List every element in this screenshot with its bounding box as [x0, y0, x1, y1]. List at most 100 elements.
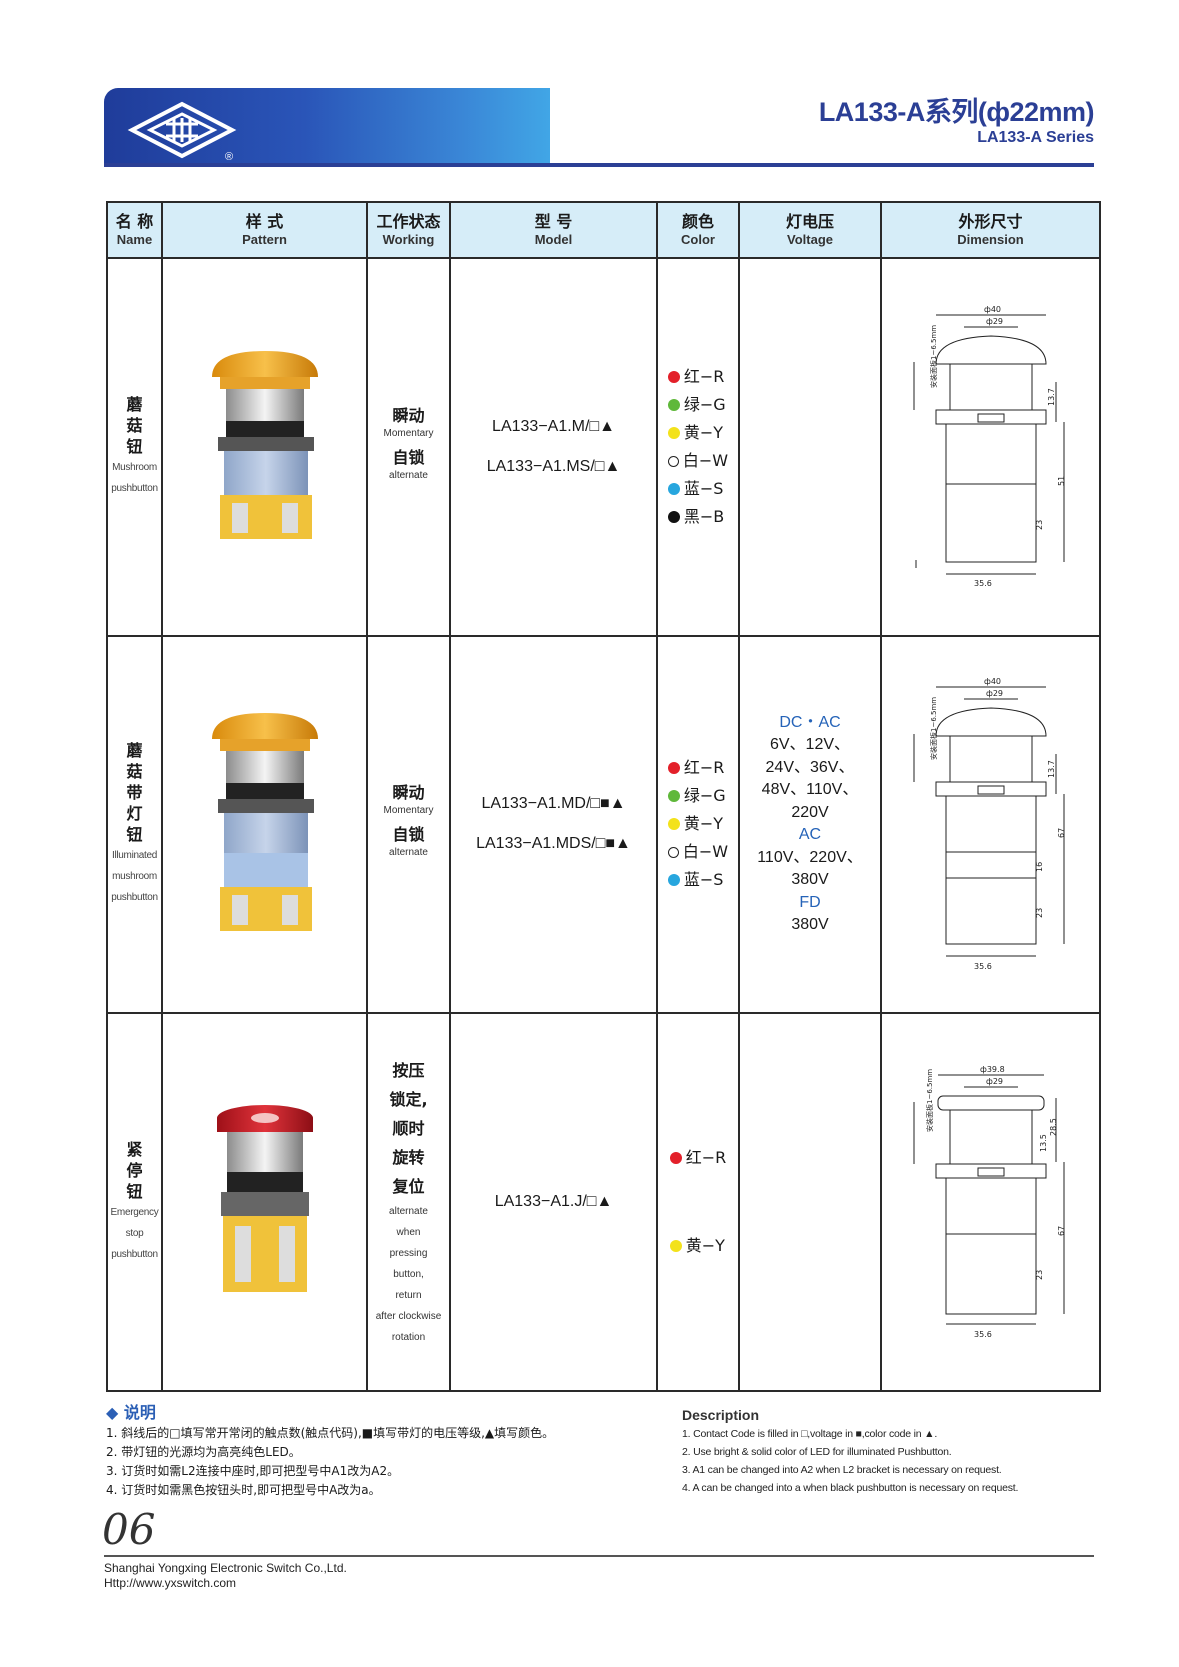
- blue-dot-icon: [667, 482, 680, 495]
- svg-text:67: 67: [1057, 1226, 1066, 1236]
- row-name: 蘑 菇 钮 Mushroom pushbutton: [106, 257, 163, 637]
- illuminated-mushroom-button-image: [211, 713, 318, 932]
- company-name: Shanghai Yongxing Electronic Switch Co.,…: [104, 1561, 347, 1575]
- footer-company: Shanghai Yongxing Electronic Switch Co.,…: [104, 1561, 347, 1591]
- svg-text:安装面板1~6.5mm: 安装面板1~6.5mm: [929, 325, 938, 388]
- illuminated-mushroom-dimension-drawing: ф40 ф29 35.6 13.7 67 16: [913, 677, 1066, 971]
- color-option: 红−R: [667, 363, 728, 391]
- emergency-stop-button-image: [216, 1105, 313, 1293]
- series-subtitle: LA133-A Series: [977, 129, 1094, 146]
- row-pattern: [161, 634, 368, 1015]
- row-color: 红−R 绿−G 黄−Y 白−W 蓝−S: [656, 634, 740, 1015]
- row-voltage: [738, 257, 882, 637]
- svg-text:13.7: 13.7: [1047, 761, 1056, 779]
- white-dot-icon: [667, 847, 679, 859]
- row-pattern: [161, 1012, 368, 1392]
- note-line: 1. 斜线后的□填写常开常闭的触点数(触点代码),■填写带灯的电压等级,▲填写颜…: [106, 1426, 555, 1440]
- description-line: 4. A can be changed into a when black pu…: [682, 1482, 1019, 1494]
- svg-text:23: 23: [1035, 520, 1044, 530]
- page-title: LA133-A系列(ф22mm) LA133-A Series: [818, 96, 1095, 148]
- company-url[interactable]: Http://www.yxswitch.com: [104, 1576, 237, 1590]
- color-option: 绿−G: [667, 782, 728, 810]
- svg-text:安装面板1~6.5mm: 安装面板1~6.5mm: [929, 697, 938, 760]
- svg-text:ф29: ф29: [986, 1077, 1003, 1086]
- color-option: 黄−Y: [667, 810, 728, 838]
- row-model: LA133−A1.M/□▲ LA133−A1.MS/□▲: [449, 257, 658, 637]
- row-color: 红−R 黄−Y: [656, 1012, 740, 1392]
- green-dot-icon: [667, 790, 680, 803]
- notes-title: ◆ 说明: [106, 1403, 156, 1422]
- row-dimension: ф39.8 ф29 35.6 13.5 28.5 67 23: [880, 1012, 1101, 1392]
- series-title: LA133-A系列(ф22mm): [818, 97, 1095, 127]
- row-name: 蘑 菇 带 灯 钮 Illuminated mushroom pushbutto…: [106, 634, 163, 1015]
- note-line: 2. 带灯钮的光源均为高亮纯色LED。: [106, 1445, 301, 1459]
- color-option: 黑−B: [667, 503, 728, 531]
- description-line: 3. A1 can be changed into A2 when L2 bra…: [682, 1464, 1002, 1476]
- svg-text:13.5: 13.5: [1039, 1134, 1048, 1152]
- table-row: 蘑 菇 钮 Mushroom pushbutton: [106, 257, 1101, 637]
- svg-text:16: 16: [1035, 862, 1044, 872]
- row-model: LA133−A1.J/□▲: [449, 1012, 658, 1392]
- note-line: 3. 订货时如需L2连接中座时,即可把型号中A1改为A2。: [106, 1464, 400, 1478]
- company-logo: ®: [127, 101, 237, 163]
- row-voltage: DC・AC 6V、12V、 24V、36V、 48V、110V、 220V AC…: [738, 634, 882, 1015]
- svg-text:35.6: 35.6: [974, 579, 992, 588]
- row-voltage: [738, 1012, 882, 1392]
- row-working: 瞬动 Momentary 自锁 alternate: [366, 634, 451, 1015]
- svg-text:51: 51: [1057, 476, 1066, 486]
- color-option: 黄−Y: [669, 1232, 727, 1260]
- footer-rule: [104, 1555, 1094, 1557]
- svg-text:35.6: 35.6: [974, 1330, 992, 1339]
- svg-text:23: 23: [1035, 1270, 1044, 1280]
- yellow-dot-icon: [667, 818, 680, 831]
- svg-text:ф39.8: ф39.8: [980, 1065, 1005, 1074]
- svg-text:23: 23: [1035, 908, 1044, 918]
- color-option: 红−R: [667, 754, 728, 782]
- row-dimension: ф40 ф29 35.6 13.7 51 23 安装面板1~: [880, 257, 1101, 637]
- mushroom-dimension-drawing: ф40 ф29 35.6 13.7 51 23 安装面板1~: [913, 305, 1066, 588]
- svg-text:67: 67: [1057, 828, 1066, 838]
- table-row: 紧 停 钮 Emergency stop pushbutton: [106, 1012, 1101, 1392]
- notes-chinese: ◆ 说明 1. 斜线后的□填写常开常闭的触点数(触点代码),■填写带灯的电压等级…: [106, 1402, 666, 1500]
- emergency-stop-dimension-drawing: ф39.8 ф29 35.6 13.5 28.5 67 23: [913, 1065, 1066, 1339]
- svg-text:28.5: 28.5: [1049, 1118, 1058, 1136]
- description-line: 2. Use bright & solid color of LED for i…: [682, 1446, 952, 1458]
- svg-text:安装面板1~6.5mm: 安装面板1~6.5mm: [925, 1069, 934, 1132]
- color-option: 白−W: [667, 838, 728, 866]
- color-option: 黄−Y: [667, 419, 728, 447]
- svg-text:13.7: 13.7: [1047, 388, 1056, 406]
- green-dot-icon: [667, 398, 680, 411]
- red-dot-icon: [667, 370, 680, 383]
- svg-text:ф40: ф40: [984, 305, 1001, 314]
- svg-text:ф29: ф29: [986, 689, 1003, 698]
- row-color: 红−R 绿−G 黄−Y 白−W 蓝−S 黑−B: [656, 257, 740, 637]
- svg-text:ф29: ф29: [986, 317, 1003, 326]
- yellow-dot-icon: [667, 426, 680, 439]
- description-title: Description: [682, 1407, 760, 1423]
- blue-dot-icon: [667, 874, 680, 887]
- table-row: 蘑 菇 带 灯 钮 Illuminated mushroom pushbutto…: [106, 634, 1101, 1015]
- row-pattern: [161, 257, 368, 637]
- white-dot-icon: [667, 455, 679, 467]
- page-number: 06: [102, 1505, 156, 1554]
- header-rule: [104, 163, 1094, 167]
- notes-english: Description 1. Contact Code is filled in…: [682, 1405, 1102, 1497]
- row-model: LA133−A1.MD/□■▲ LA133−A1.MDS/□■▲: [449, 634, 658, 1015]
- color-option: 白−W: [667, 447, 728, 475]
- note-line: 4. 订货时如需黑色按钮头时,即可把型号中A改为a。: [106, 1483, 381, 1497]
- color-option: 蓝−S: [667, 866, 728, 894]
- red-dot-icon: [667, 762, 680, 775]
- description-line: 1. Contact Code is filled in □,voltage i…: [682, 1428, 938, 1440]
- svg-text:35.6: 35.6: [974, 962, 992, 971]
- black-dot-icon: [667, 510, 680, 523]
- mushroom-button-image: [211, 350, 318, 539]
- row-dimension: ф40 ф29 35.6 13.7 67 16: [880, 634, 1101, 1015]
